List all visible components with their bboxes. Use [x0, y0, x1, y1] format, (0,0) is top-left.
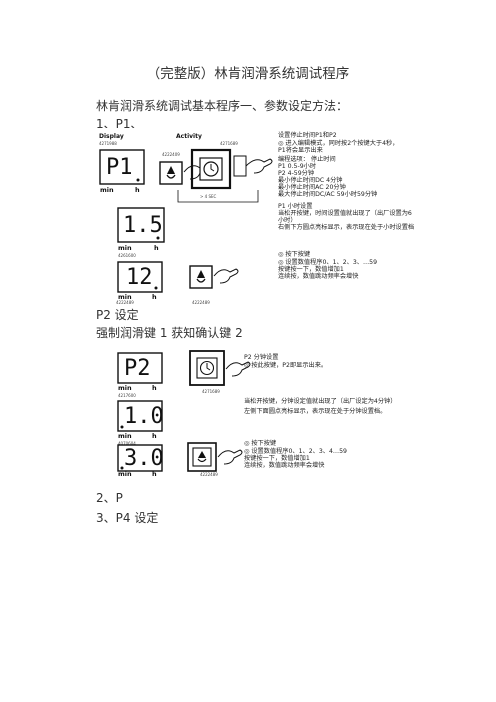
- svg-text:当松开按键，时间设置值就出现了（出厂设置为6: 当松开按键，时间设置值就出现了（出厂设置为6: [278, 209, 412, 217]
- lcd-display-p1: P1 min h: [99, 149, 145, 194]
- figure1-text-block-b: P1 小时设置 当松开按键，时间设置值就出现了（出厂设置为6 小时） 右侧下方圆…: [278, 202, 414, 231]
- svg-text:最大停止时间DC/AC 59小时59分钟: 最大停止时间DC/AC 59小时59分钟: [278, 190, 377, 198]
- intro-paragraph: 林肯润滑系统调试基本程序一、参数设定方法：: [96, 99, 349, 113]
- lcd-digits: P2: [124, 356, 151, 381]
- document-title: （完整版）林肯润滑系统调试程序: [146, 66, 350, 82]
- svg-text:◎ 设置数值程序0、1、2、3、…59: ◎ 设置数值程序0、1、2、3、…59: [278, 258, 377, 266]
- lcd-digits: 3.0: [124, 446, 164, 471]
- figure-p1-settings: Display Activity 4271988 4222409 4271689…: [96, 128, 414, 305]
- lcd-unit-min: min: [118, 384, 132, 392]
- lcd-unit-min: min: [118, 293, 132, 301]
- lcd-display-minutes: 1.0 min h 4070604: [117, 400, 164, 446]
- hand-press-icon: [245, 158, 273, 174]
- svg-text:◎ 按下按键: ◎ 按下按键: [278, 250, 310, 258]
- svg-text:连续按，数值跳动频率会增快: 连续按，数值跳动频率会增快: [278, 272, 359, 280]
- lcd-unit-h: h: [152, 470, 157, 478]
- svg-text:按键按一下，数值增加1: 按键按一下，数值增加1: [244, 454, 310, 462]
- svg-text:右侧下方圆点亮标显示，表示现在处于小时设置档: 右侧下方圆点亮标显示，表示现在处于小时设置档: [278, 223, 414, 231]
- lcd-unit-h: h: [154, 244, 159, 252]
- time-note: > 4 SEC: [200, 194, 217, 199]
- lube-button-increment: 4222489 4222600: [187, 442, 243, 477]
- lcd-unit-h: h: [152, 432, 157, 440]
- svg-text:编程选项： 停止时间: 编程选项： 停止时间: [278, 155, 336, 163]
- clock-button-activity: 4271689: [189, 350, 251, 394]
- svg-text:◎ 按下按键: ◎ 按下按键: [244, 439, 276, 447]
- lcd-display-hours: 1.5 min h 4261600: [117, 207, 165, 258]
- force-lube-line: 强制润滑键 1 获知确认键 2: [96, 326, 243, 340]
- hand-press-icon: [225, 361, 251, 377]
- part-number: 4222489: [116, 300, 134, 305]
- figure-p2-settings: P2 min h 4217600 4271689 1.0 min h 40706…: [96, 345, 404, 478]
- lcd-unit-h: h: [135, 186, 140, 194]
- svg-text:P2 4-59: P2 4-59分钟: [278, 169, 314, 177]
- display-label: Display: [99, 133, 124, 140]
- lube-drop-icon: [198, 451, 206, 458]
- clock-icon: [203, 161, 219, 177]
- svg-text:设置停止时间P1和P2: 设置停止时间P1和P2: [278, 131, 337, 139]
- item-2-heading: 2、P: [96, 491, 123, 505]
- svg-text:左侧下面圆点亮标显示，表示现在处于分钟设置档。: 左侧下面圆点亮标显示，表示现在处于分钟设置档。: [244, 407, 386, 415]
- activity-label: Activity: [176, 133, 202, 140]
- part-number: 4261600: [118, 253, 136, 258]
- svg-text:P2 分钟设置: P2 分钟设置: [244, 353, 278, 361]
- lcd-unit-min: min: [118, 432, 132, 440]
- svg-text:最小停止时间DC 4分钟: 最小停止时间DC 4分钟: [278, 176, 343, 184]
- lcd-display-value: 3.0 min h: [117, 444, 164, 478]
- lcd-display-value: 12 min h: [117, 261, 163, 301]
- svg-text:按键按一下，数值增加1: 按键按一下，数值增加1: [278, 265, 344, 273]
- figure2-text-block-c: ◎ 按下按键 ◎ 设置数值程序0、1、2、3、4…59 按键按一下，数值增加1 …: [244, 439, 347, 469]
- lcd-digits: P1: [106, 155, 133, 180]
- part-number: 4070604: [118, 441, 136, 446]
- part-number: 4222489: [200, 472, 218, 477]
- item-1-heading: 1、P1、: [96, 117, 143, 131]
- clock-button-activity: > 4 SEC: [177, 148, 273, 203]
- svg-text:P1将会显示出来: P1将会显示出来: [278, 146, 323, 154]
- svg-text:◎ 按此按键，P2即显示出来。: ◎ 按此按键，P2即显示出来。: [244, 361, 327, 369]
- lcd-digits: 1.0: [124, 404, 164, 429]
- lcd-display-p2: P2 min h 4217600: [117, 352, 163, 398]
- lcd-digits: 1.5: [123, 213, 163, 238]
- hand-press-icon: [217, 449, 243, 465]
- figure1-text-block-c: ◎ 按下按键 ◎ 设置数值程序0、1、2、3、…59 按键按一下，数值增加1 连…: [278, 250, 377, 280]
- lcd-unit-min: min: [118, 470, 132, 478]
- item-3-heading: 3、P4 设定: [96, 511, 159, 525]
- svg-text:P1 0.5-: P1 0.5-9小时: [278, 162, 316, 170]
- svg-text:P1 小时设置: P1 小时设置: [278, 202, 312, 210]
- lcd-digits: 12: [126, 265, 153, 290]
- figure-p1-svg: Display Activity 4271988 4222409 4271689…: [99, 131, 414, 305]
- svg-text:◎ 设置数值程序0、1、2、3、4…59: ◎ 设置数值程序0、1、2、3、4…59: [244, 447, 347, 455]
- svg-text:最小停止时间AC 20分钟: 最小停止时间AC 20分钟: [278, 183, 346, 191]
- part-number: 4271988: [99, 141, 117, 146]
- hand-press-icon: [213, 268, 239, 284]
- lcd-unit-h: h: [152, 384, 157, 392]
- part-number: 4222409: [162, 152, 180, 157]
- part-number: 4271689: [202, 389, 220, 394]
- svg-text:小时）: 小时）: [278, 216, 297, 224]
- figure2-text-block-b: 当松开按键，分钟设定值就出现了（出厂设定为4分钟） 左侧下面圆点亮标显示，表示现…: [244, 397, 396, 415]
- lube-button-increment: 4222489 4222489: [116, 265, 239, 305]
- figure2-text-block-a: P2 分钟设置 ◎ 按此按键，P2即显示出来。: [244, 353, 327, 369]
- svg-text:连续按，数值跳动频率会增快: 连续按，数值跳动频率会增快: [244, 461, 325, 469]
- lcd-unit-min: min: [100, 186, 114, 194]
- lcd-unit-min: min: [118, 244, 132, 252]
- part-number: 4271689: [220, 141, 238, 146]
- figure-p2-svg: P2 min h 4217600 4271689 1.0 min h 40706…: [117, 350, 396, 478]
- part-number: 4217600: [118, 393, 136, 398]
- lube-drop-icon: [167, 166, 175, 174]
- svg-text:◎ 进入编辑模式，同时按2个按键大于4秒，: ◎ 进入编辑模式，同时按2个按键大于4秒，: [278, 139, 398, 147]
- lube-drop-icon: [197, 270, 205, 278]
- lcd-unit-h: h: [152, 293, 157, 301]
- clock-icon: [199, 360, 215, 376]
- figure1-text-block-a: 设置停止时间P1和P2 ◎ 进入编辑模式，同时按2个按键大于4秒， P1将会显示…: [278, 131, 398, 198]
- svg-text:当松开按键，分钟设定值就出现了（出厂设定为4分钟）: 当松开按键，分钟设定值就出现了（出厂设定为4分钟）: [244, 397, 396, 405]
- part-number: 4222489: [192, 300, 210, 305]
- p2-setting-heading: P2 设定: [96, 308, 139, 322]
- small-lcd-icon: [233, 155, 247, 177]
